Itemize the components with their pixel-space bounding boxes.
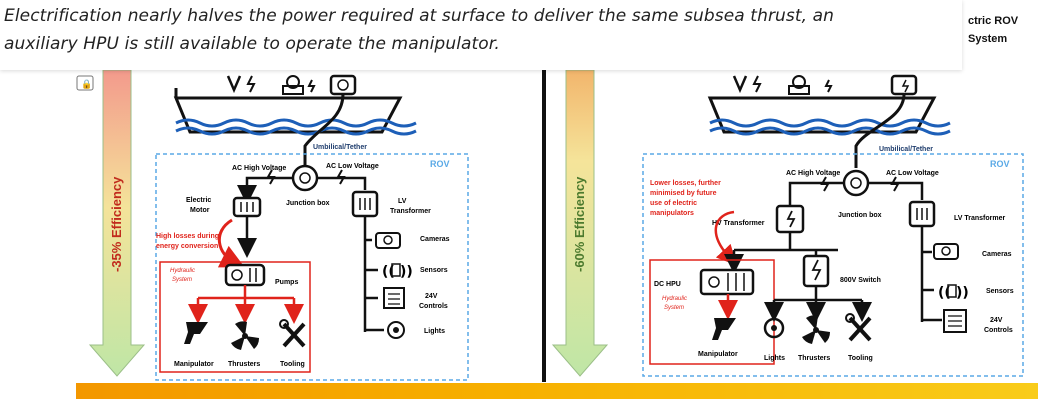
ac-low-label: AC Low Voltage: [326, 163, 379, 170]
umbilical-cable-right: [854, 93, 906, 168]
manipulator-icon-right: [712, 318, 736, 340]
svg-text:((: ((: [382, 264, 395, 280]
rov-box-right: [642, 153, 1024, 377]
controls-label-right-2: Controls: [984, 327, 1013, 334]
electric-motor-label-1: Electric: [186, 197, 211, 204]
camera-icon: [375, 232, 401, 249]
losses-arrow-right: [714, 210, 737, 266]
svg-text:)): )): [956, 285, 969, 301]
cameras-label-right: Cameras: [982, 251, 1012, 258]
corner-title-line-2: System: [968, 33, 1008, 45]
caption-box: Electrification nearly halves the power …: [0, 0, 962, 70]
controls-icon: [383, 287, 405, 309]
manipulator-label-right: Manipulator: [698, 351, 738, 358]
dc-hpu-label: DC HPU: [654, 281, 681, 288]
corner-title: ctric ROV System: [968, 12, 1018, 48]
lv-transformer-label-right: LV Transformer: [954, 215, 1005, 222]
efficiency-arrow: -35% Efficiency: [88, 69, 146, 377]
tooling-label: Tooling: [280, 361, 305, 368]
ac-high-label-right: AC High Voltage: [786, 170, 840, 177]
lv-transformer-label-1: LV: [398, 198, 407, 205]
lv-transformer-icon: [351, 190, 379, 218]
junction-box-label: Junction box: [286, 200, 330, 207]
rov-label: ROV: [430, 159, 450, 169]
generator-icon: [226, 75, 242, 94]
converter-icon: [329, 74, 357, 96]
junction-box-icon: [291, 164, 319, 192]
electric-motor-icon: [232, 196, 262, 218]
hydraulic-label-2: System: [172, 277, 192, 283]
lv-transformer-label-2: Transformer: [390, 208, 431, 215]
left-diagram: 🔒 -35% Efficiency Umbilical/Tether ROV A…: [76, 69, 469, 381]
lock-icon: 🔒: [76, 75, 94, 91]
efficiency-label-right: -60% Efficiency: [572, 176, 587, 272]
svg-text:🔒: 🔒: [81, 79, 92, 90]
thrusters-icon: [231, 321, 260, 350]
caption-line-2: auxiliary HPU is still available to oper…: [4, 34, 500, 54]
controls-label-right-1: 24V: [990, 317, 1003, 324]
hydraulic-label-1: Hydraulic: [170, 268, 195, 274]
ac-high-label: AC High Voltage: [232, 165, 286, 172]
junction-box-icon-right: [842, 169, 870, 197]
hydraulic-label-right-1: Hydraulic: [662, 296, 687, 302]
right-diagram: -60% Efficiency Umbilical/Tether ROV AC …: [551, 69, 1024, 377]
thrusters-label: Thrusters: [228, 361, 260, 368]
manipulator-icon: [184, 322, 208, 344]
camera-icon-right: [933, 243, 959, 260]
vessel-right: [707, 74, 951, 136]
cameras-label: Cameras: [420, 236, 450, 243]
efficiency-label: -35% Efficiency: [109, 176, 124, 272]
hydraulic-system-box: [159, 261, 311, 373]
manipulator-label: Manipulator: [174, 361, 214, 368]
tooling-label-right: Tooling: [848, 355, 873, 362]
lights-icon: [387, 321, 405, 339]
vessel: [173, 74, 417, 136]
sensors-label: Sensors: [420, 267, 448, 274]
tooling-icon-right: [845, 313, 872, 342]
switch-label: 800V Switch: [840, 277, 881, 284]
controls-icon-right: [943, 309, 967, 333]
umbilical-label: Umbilical/Tether: [313, 144, 367, 151]
junction-box-label-right: Junction box: [838, 212, 882, 219]
rov-label-right: ROV: [990, 159, 1010, 169]
lights-icon-right: [763, 317, 785, 339]
pump-icon: [224, 263, 266, 287]
losses-label-right-1: Lower losses, further: [650, 180, 721, 187]
energy-bar: [76, 383, 1038, 399]
pumps-label: Pumps: [275, 279, 298, 286]
efficiency-arrow-right: -60% Efficiency: [551, 69, 609, 377]
losses-arrow: [217, 218, 245, 268]
lights-label: Lights: [424, 328, 445, 335]
hv-transformer-icon: [775, 204, 805, 234]
electric-motor-label-2: Motor: [190, 207, 210, 214]
lights-label-right: Lights: [764, 355, 785, 362]
panel-divider: [542, 66, 546, 382]
losses-label-right-3: use of electric: [650, 200, 697, 207]
hydraulic-label-right-2: System: [664, 305, 684, 311]
caption-line-1: Electrification nearly halves the power …: [4, 6, 835, 26]
controls-label-2: Controls: [419, 303, 448, 310]
umbilical-label-right: Umbilical/Tether: [879, 146, 933, 153]
sensor-icon-right: (( )): [938, 284, 969, 301]
thrusters-icon-right: [802, 315, 831, 344]
corner-title-line-1: ctric ROV: [968, 15, 1019, 27]
sensors-label-right: Sensors: [986, 288, 1014, 295]
losses-label-right-2: minimised by future: [650, 190, 717, 197]
controls-label-1: 24V: [425, 293, 438, 300]
thrusters-label-right: Thrusters: [798, 355, 830, 362]
sensor-icon: (( )): [382, 263, 413, 280]
losses-label-2: energy conversion: [156, 243, 218, 250]
losses-label-1: High losses during: [156, 233, 219, 240]
tooling-icon: [279, 319, 306, 348]
switch-icon: [802, 254, 830, 288]
svg-text:((: ((: [938, 285, 951, 301]
svg-text:)): )): [400, 264, 413, 280]
lv-transformer-icon-right: [908, 200, 936, 228]
hv-transformer-label: HV Transformer: [712, 220, 765, 227]
ac-low-label-right: AC Low Voltage: [886, 170, 939, 177]
umbilical-cable: [303, 93, 345, 165]
rov-box: [155, 153, 469, 381]
dc-hpu-icon: [699, 268, 755, 296]
losses-label-right-4: manipulators: [650, 210, 694, 217]
